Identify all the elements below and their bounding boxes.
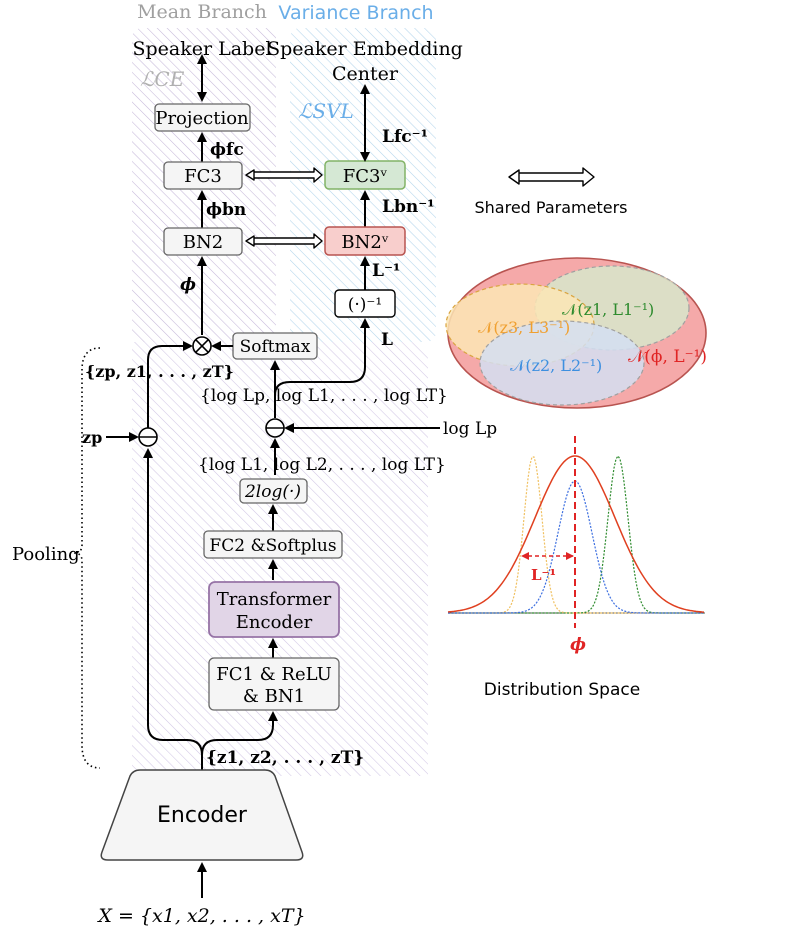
projection-block: Projection (154, 103, 251, 132)
speaker-center-line1: Speaker Embedding (267, 38, 463, 60)
L-inv-label: L⁻¹ (372, 261, 400, 281)
shared-parameters-label: Shared Parameters (475, 198, 628, 217)
z-to-fc1-path (201, 711, 278, 770)
n-phi-label: 𝒩(ϕ, L⁻¹) (628, 347, 707, 367)
n-z2-label: 𝒩(z2, L2⁻¹) (510, 356, 602, 375)
phi-bn-label: ϕbn (206, 200, 246, 220)
bn2v-label: BN2ᵛ (341, 232, 388, 253)
fc3v-block: FC3ᵛ (324, 160, 406, 190)
dist-L-inv-label: L⁻¹ (531, 566, 556, 584)
mean-branch-title: Mean Branch (137, 1, 267, 23)
softmax-block: Softmax (232, 332, 318, 360)
L-fc-inv-label: Lfc⁻¹ (382, 127, 428, 147)
bn2-label: BN2 (183, 232, 223, 253)
fc2-softplus-block: FC2 &Softplus (203, 530, 343, 559)
projection-label: Projection (155, 108, 249, 129)
variance-branch-title: Variance Branch (278, 2, 433, 24)
L-bn-inv-label: Lbn⁻¹ (382, 197, 435, 217)
input-X-label: X = {x1, x2, . . . , xT} (96, 905, 305, 927)
log-L-set-label: {log L1, log L2, . . . , log LT} (198, 455, 446, 475)
to-inverse-path (274, 318, 370, 396)
loss-ce-label: ℒCE (140, 67, 185, 91)
shared-param-arrow-bn2 (245, 233, 323, 249)
log-L-p-label: log Lp (443, 419, 497, 439)
fc1-label-line2: & BN1 (243, 686, 305, 707)
fc1-label-line1: FC1 & ReLU (216, 664, 332, 685)
speaker-label-text: Speaker Label (132, 38, 271, 60)
pooling-label: Pooling (12, 544, 80, 565)
n-z3-label: 𝒩(z3, L3⁻¹) (478, 318, 570, 337)
loss-svl-label: ℒSVL (298, 99, 354, 123)
transformer-encoder-block: Transformer Encoder (208, 581, 340, 638)
inverse-block: (·)⁻¹ (334, 289, 396, 318)
transformer-label-line2: Encoder (236, 612, 313, 633)
subtract-node-left (138, 427, 158, 447)
transformer-label-line1: Transformer (217, 589, 332, 610)
z-set-label: {z1, z2, . . . , zT} (206, 748, 364, 768)
fc3-block: FC3 (163, 161, 243, 190)
phi-label: ϕ (180, 275, 196, 295)
distribution-space-title: Distribution Space (484, 680, 640, 700)
softmax-label: Softmax (240, 337, 311, 357)
twolog-block: 2log(·) (239, 478, 308, 504)
z-set-p-label: {zp, z1, . . . , zT} (85, 362, 234, 381)
multiply-node (192, 336, 212, 356)
bn2-block: BN2 (163, 227, 243, 256)
gaussian-curves (447, 454, 705, 614)
z-p-label: zp (82, 428, 102, 447)
fc1-relu-bn1-block: FC1 & ReLU & BN1 (208, 657, 340, 711)
pooling-region (132, 342, 428, 776)
speaker-center-line2: Center (332, 63, 399, 85)
n-z1-label: 𝒩(z1, L1⁻¹) (562, 300, 654, 319)
fc3v-label: FC3ᵛ (343, 166, 388, 187)
zp-to-multiply-path (147, 341, 193, 436)
encoder-block: Encoder (100, 769, 304, 861)
bn2v-block: BN2ᵛ (324, 226, 406, 256)
L-label: L (381, 330, 393, 350)
log-L-set-p-label: {log Lp, log L1, . . . , log LT} (200, 386, 448, 406)
encoder-label: Encoder (157, 803, 248, 828)
subtract-node-right (265, 418, 285, 438)
inverse-label: (·)⁻¹ (348, 295, 382, 315)
phi-fc-label: ϕfc (210, 140, 244, 160)
fc3-label: FC3 (184, 166, 222, 187)
shared-param-arrow-fc3 (245, 167, 323, 183)
shared-parameters-legend-arrow (508, 167, 595, 187)
twolog-label: 2log(·) (244, 482, 301, 502)
dist-phi-label: ϕ (570, 635, 586, 655)
pooling-bracket (73, 347, 101, 769)
z-to-subtract-path (143, 448, 203, 770)
fc2-softplus-label: FC2 &Softplus (209, 536, 336, 556)
distribution-ellipses (445, 257, 707, 409)
